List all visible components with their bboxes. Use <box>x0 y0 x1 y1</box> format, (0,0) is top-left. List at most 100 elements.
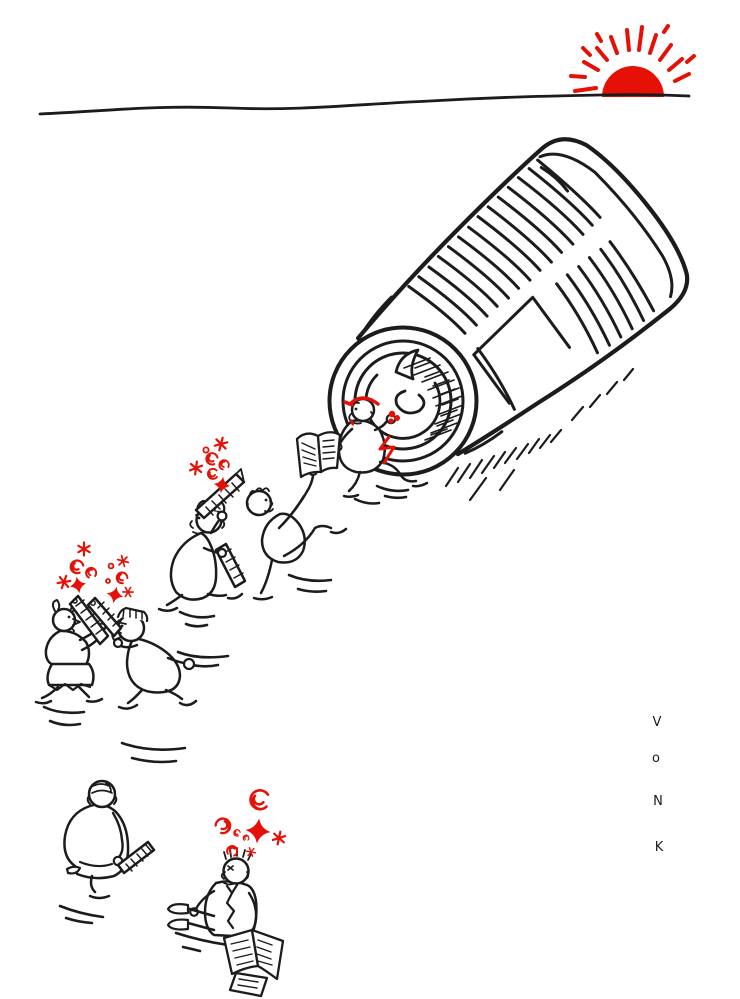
anger-spiral-icon <box>246 786 274 814</box>
left-shoe <box>65 865 82 875</box>
interior-hatching <box>403 357 464 441</box>
signature-letter: V <box>653 715 662 730</box>
open-newspaper <box>295 431 342 479</box>
right-page <box>250 928 285 981</box>
bottom-flap <box>228 971 269 998</box>
newsprint-lines-bottom <box>476 240 656 411</box>
face-details <box>220 871 250 886</box>
open-newspaper-on-lap <box>222 928 285 998</box>
eye <box>264 498 268 502</box>
rolled-newspaper-underarm <box>116 840 156 875</box>
roll-biting-man <box>86 596 198 710</box>
hair-swirls <box>91 782 113 794</box>
roll-hatch <box>205 482 240 516</box>
face-details <box>71 618 81 634</box>
legs <box>117 688 198 710</box>
eye <box>197 516 201 520</box>
anger-ring-icon <box>105 578 111 584</box>
horizon-line <box>38 93 691 116</box>
anger-spiral-icon <box>213 816 233 836</box>
roll-hatch <box>75 599 105 635</box>
anger-ring-icon <box>202 446 210 454</box>
red-crumpled-paper <box>388 410 400 424</box>
head <box>245 489 273 517</box>
giant-newspaper-roll <box>327 137 690 502</box>
anger-asterisk-icon <box>116 553 130 569</box>
roll-hatch <box>97 601 120 627</box>
head <box>222 857 250 885</box>
red-blob <box>394 415 400 421</box>
sitting-reader-man <box>166 847 285 998</box>
sun-disk-icon <box>602 66 664 97</box>
blank-label-band <box>472 295 572 405</box>
ears <box>86 795 118 805</box>
torso <box>125 636 182 694</box>
head <box>87 779 117 809</box>
shoes <box>166 903 190 931</box>
roll-end <box>90 600 96 606</box>
face-details <box>246 500 274 513</box>
anger-spiral-icon <box>205 452 219 466</box>
signature-letter: N <box>653 794 663 809</box>
anger-asterisk-icon <box>77 541 91 557</box>
anger-spiral-icon <box>241 833 251 843</box>
anger-spiral-icon <box>205 466 221 482</box>
inner-spiral <box>364 373 442 440</box>
red-cap-icon <box>343 396 380 407</box>
hand <box>112 637 124 649</box>
anger-ring-icon <box>107 562 115 570</box>
torn-end <box>235 468 245 483</box>
hair <box>249 487 270 495</box>
anger-asterisk-icon <box>55 572 73 592</box>
body-back <box>63 803 130 880</box>
signature-letter: K <box>655 840 664 855</box>
legs <box>184 906 216 932</box>
reaching-arm <box>277 472 315 530</box>
anger-spiral-icon <box>233 829 241 837</box>
rolled-newspaper-trumpet <box>86 596 123 638</box>
flat-hair <box>116 606 149 623</box>
anger-symbols-over-running-pair <box>55 541 136 606</box>
legs <box>252 524 348 601</box>
anger-star-icon <box>68 575 88 595</box>
roll-ground-shadow-hatching <box>444 367 635 502</box>
anger-spiral-icon <box>83 564 100 581</box>
newsprint-text-lines <box>230 939 273 989</box>
hand <box>216 547 228 559</box>
hair-hatch <box>122 608 143 620</box>
anger-asterisk-icon <box>120 584 136 600</box>
anger-star-icon <box>104 584 126 606</box>
legs <box>88 874 111 900</box>
roll-end <box>72 598 78 604</box>
ground-stroke-marks <box>42 484 410 953</box>
signature-letter: o <box>652 751 660 766</box>
arm <box>111 811 124 859</box>
skirt <box>46 662 95 687</box>
anger-spiral-icon <box>216 457 232 473</box>
running-woman <box>34 594 110 705</box>
rolled-newspaper <box>68 594 110 646</box>
collar-and-tie <box>225 883 239 930</box>
artist-signature: V o N K <box>652 715 664 855</box>
torso <box>169 531 218 601</box>
anger-symbols-over-sitting-reader <box>213 786 287 859</box>
torso <box>44 629 91 667</box>
anger-asterisk-icon <box>188 459 204 477</box>
anger-star-icon <box>244 817 272 845</box>
fist <box>182 657 196 671</box>
hand <box>216 510 228 522</box>
face-details <box>348 401 374 425</box>
newsprint-lines-top <box>407 158 602 335</box>
newsprint-text-lines <box>301 439 336 467</box>
legs <box>34 685 104 705</box>
roll-end-lines <box>145 844 153 853</box>
eye <box>67 615 71 619</box>
eye <box>354 407 358 411</box>
two-rolls-man <box>157 468 247 612</box>
legs <box>157 592 244 612</box>
red-tongue <box>350 419 355 426</box>
anger-spiral-icon <box>69 559 85 575</box>
roll-hatch <box>125 848 149 872</box>
